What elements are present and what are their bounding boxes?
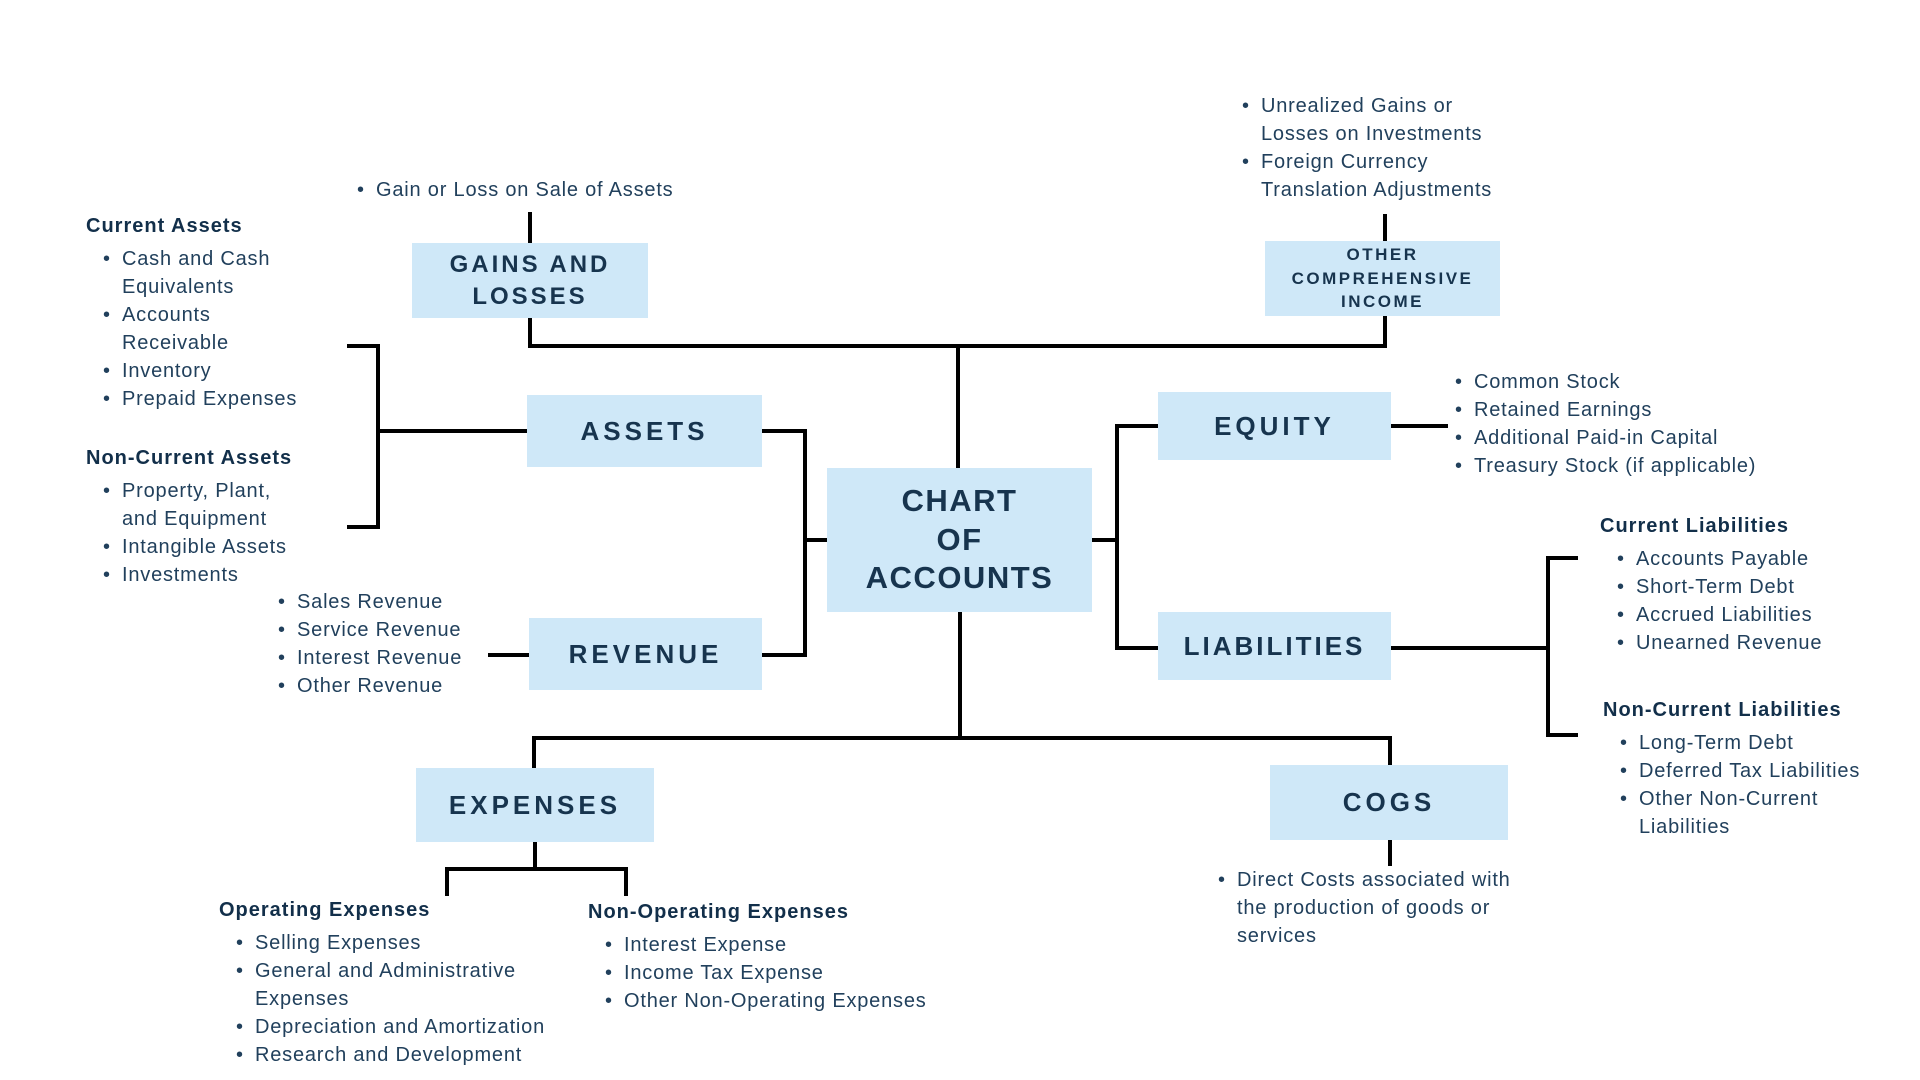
connector-bottom-tree: [532, 736, 1392, 768]
node-expenses-label: EXPENSES: [448, 789, 622, 820]
list-item: Common Stock: [1455, 368, 1815, 396]
node-equity: EQUITY: [1158, 392, 1391, 460]
node-gains-and-losses: GAINS AND LOSSES: [412, 243, 648, 318]
list-item: Accounts Payable: [1617, 545, 1900, 573]
list-equity: Common StockRetained EarningsAdditional …: [1455, 368, 1815, 480]
gain-or-loss-items: Gain or Loss on Sale of Assets: [357, 176, 757, 204]
connector-top-tree: [528, 316, 1387, 348]
list-item: Property, Plant, and Equipment: [103, 477, 366, 533]
non-current-liabilities-heading: Non-Current Liabilities: [1603, 699, 1842, 721]
equity-items: Common StockRetained EarningsAdditional …: [1455, 368, 1815, 480]
current-assets-items: Cash and Cash EquivalentsAccounts Receiv…: [86, 245, 346, 413]
list-item: Retained Earnings: [1455, 396, 1815, 424]
node-cogs-label: COGS: [1342, 787, 1436, 817]
list-gain-or-loss-on-sale: Gain or Loss on Sale of Assets: [357, 176, 757, 204]
node-expenses: EXPENSES: [416, 768, 654, 842]
node-assets: ASSETS: [527, 395, 762, 467]
list-item: Gain or Loss on Sale of Assets: [357, 176, 757, 204]
list-item: Accounts Receivable: [103, 301, 346, 357]
list-revenue: Sales RevenueService RevenueInterest Rev…: [278, 588, 518, 700]
node-other-comprehensive-income: OTHER COMPREHENSIVE INCOME: [1265, 241, 1500, 316]
list-item: Depreciation and Amortization: [236, 1013, 579, 1041]
list-item: Foreign Currency Translation Adjustments: [1242, 148, 1542, 204]
list-item: Investments: [103, 561, 366, 589]
list-non-current-liabilities: Non-Current Liabilities Long-Term DebtDe…: [1603, 696, 1913, 841]
connector-right-spine: [1115, 424, 1158, 650]
list-item: Intangible Assets: [103, 533, 366, 561]
list-item: Other Non-Operating Expenses: [605, 987, 988, 1015]
node-liabilities: LIABILITIES: [1158, 612, 1391, 680]
list-item: General and Administrative Expenses: [236, 957, 579, 1013]
current-liabilities-heading: Current Liabilities: [1600, 515, 1790, 537]
list-item: Inventory: [103, 357, 346, 385]
non-operating-expenses-heading: Non-Operating Expenses: [588, 901, 849, 923]
connector-expenses-split: [445, 867, 628, 896]
list-item: Research and Development: [236, 1041, 579, 1069]
list-item: Income Tax Expense: [605, 959, 988, 987]
non-current-assets-heading: Non-Current Assets: [86, 447, 293, 469]
list-non-current-assets: Non-Current Assets Property, Plant, and …: [86, 444, 366, 589]
node-liabilities-label: LIABILITIES: [1183, 630, 1366, 661]
list-item: Service Revenue: [278, 616, 518, 644]
list-non-operating-expenses: Non-Operating Expenses Interest ExpenseI…: [588, 898, 988, 1015]
non-current-assets-items: Property, Plant, and EquipmentIntangible…: [86, 477, 366, 589]
list-item: Deferred Tax Liabilities: [1620, 757, 1913, 785]
current-assets-heading: Current Assets: [86, 215, 243, 237]
oci-items: Unrealized Gains or Losses on Investment…: [1242, 92, 1542, 204]
node-assets-label: ASSETS: [580, 415, 709, 446]
revenue-items: Sales RevenueService RevenueInterest Rev…: [278, 588, 518, 700]
list-item: Unearned Revenue: [1617, 629, 1900, 657]
list-item: Accrued Liabilities: [1617, 601, 1900, 629]
node-cogs: COGS: [1270, 765, 1508, 840]
list-item: Selling Expenses: [236, 929, 579, 957]
list-item: Direct Costs associated with the product…: [1218, 866, 1548, 950]
node-revenue-label: REVENUE: [568, 638, 723, 669]
non-operating-expenses-items: Interest ExpenseIncome Tax ExpenseOther …: [588, 931, 988, 1015]
operating-expenses-heading: Operating Expenses: [219, 899, 431, 921]
list-operating-expenses: Operating Expenses Selling ExpensesGener…: [219, 896, 579, 1069]
node-chart-of-accounts-label: CHART OF ACCOUNTS: [865, 482, 1054, 596]
list-cogs-description: Direct Costs associated with the product…: [1218, 866, 1548, 950]
node-other-comprehensive-income-label: OTHER COMPREHENSIVE INCOME: [1291, 244, 1474, 312]
list-item: Short-Term Debt: [1617, 573, 1900, 601]
list-item: Treasury Stock (if applicable): [1455, 452, 1815, 480]
list-item: Interest Revenue: [278, 644, 518, 672]
non-current-liabilities-items: Long-Term DebtDeferred Tax LiabilitiesOt…: [1603, 729, 1913, 841]
list-item: Long-Term Debt: [1620, 729, 1913, 757]
list-item: Cash and Cash Equivalents: [103, 245, 346, 301]
node-chart-of-accounts: CHART OF ACCOUNTS: [827, 468, 1092, 612]
list-item: Interest Expense: [605, 931, 988, 959]
node-equity-label: EQUITY: [1214, 410, 1335, 441]
node-revenue: REVENUE: [529, 618, 762, 690]
current-liabilities-items: Accounts PayableShort-Term DebtAccrued L…: [1600, 545, 1900, 657]
connector-liabilities-bracket: [1546, 556, 1578, 737]
list-item: Unrealized Gains or Losses on Investment…: [1242, 92, 1542, 148]
list-current-liabilities: Current Liabilities Accounts PayableShor…: [1600, 512, 1900, 657]
node-gains-and-losses-label: GAINS AND LOSSES: [449, 251, 611, 310]
list-oci: Unrealized Gains or Losses on Investment…: [1242, 92, 1542, 204]
list-item: Other Non-Current Liabilities: [1620, 785, 1913, 841]
list-item: Other Revenue: [278, 672, 518, 700]
connector-left-spine: [762, 429, 807, 657]
list-item: Sales Revenue: [278, 588, 518, 616]
list-item: Additional Paid-in Capital: [1455, 424, 1815, 452]
list-item: Prepaid Expenses: [103, 385, 346, 413]
operating-expenses-items: Selling ExpensesGeneral and Administrati…: [219, 929, 579, 1069]
list-current-assets: Current Assets Cash and Cash Equivalents…: [86, 212, 346, 413]
cogs-description-items: Direct Costs associated with the product…: [1218, 866, 1548, 950]
